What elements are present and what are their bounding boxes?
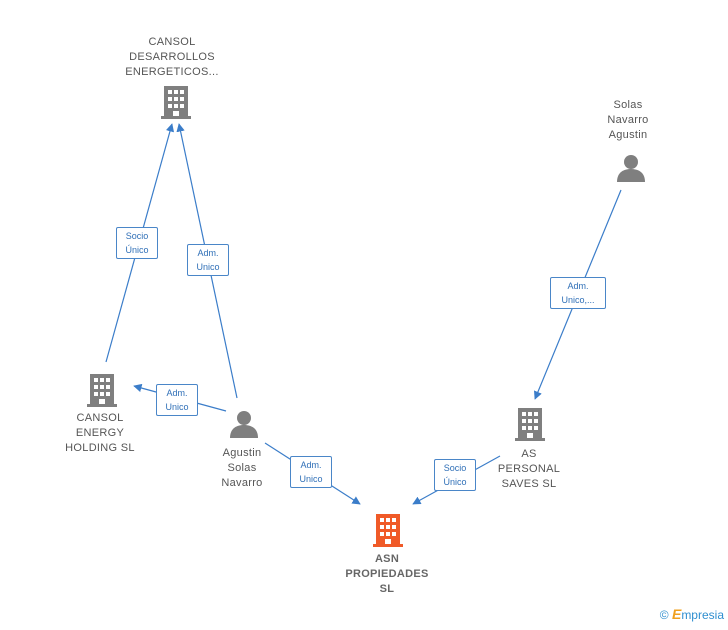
node-label: PERSONAL xyxy=(497,463,561,475)
node-label: CANSOL xyxy=(76,412,124,424)
edge-label-line: Adm. xyxy=(300,460,322,470)
node-cansol-desarrollos[interactable]: CANSOL DESARROLLOS ENERGETICOS... xyxy=(116,35,228,80)
node-agustin-solas-navarro[interactable]: Agustin Solas Navarro xyxy=(202,446,282,491)
building-icon xyxy=(161,86,191,119)
brand-logo-text: mpresia xyxy=(681,608,724,622)
edge-label-line: Único xyxy=(443,477,467,487)
copyright-icon: © xyxy=(659,608,669,622)
node-label: Agustin xyxy=(222,447,262,459)
node-as-personal-saves[interactable]: AS PERSONAL SAVES SL xyxy=(486,447,572,492)
node-label: PROPIEDADES xyxy=(345,568,429,580)
edge-label-adm-unico[interactable]: Adm. Unico xyxy=(187,244,229,276)
node-label: CANSOL xyxy=(148,36,196,48)
edge-label-adm-unico[interactable]: Adm. Unico xyxy=(156,384,198,416)
node-label: ASN xyxy=(374,553,400,565)
edge-label-line: Socio xyxy=(125,231,149,241)
edge-label-line: Único xyxy=(125,245,149,255)
node-label: DESARROLLOS xyxy=(129,51,215,63)
edge-label-line: Unico,... xyxy=(561,295,595,305)
edge-label-adm-unico-multi[interactable]: Adm. Unico,... xyxy=(550,277,606,309)
edge-label-line: Unico xyxy=(299,474,323,484)
node-cansol-energy-holding[interactable]: CANSOL ENERGY HOLDING SL xyxy=(52,411,148,456)
edge-label-line: Unico xyxy=(165,402,189,412)
edge-label-line: Unico xyxy=(196,262,220,272)
edge-label-line: Socio xyxy=(443,463,467,473)
node-label: SL xyxy=(379,583,395,595)
edge-label-socio-unico[interactable]: Socio Único xyxy=(116,227,158,259)
edge-label-line: Adm. xyxy=(197,248,219,258)
node-label: HOLDING SL xyxy=(65,442,135,454)
person-icon xyxy=(230,411,258,438)
edge-label-line: Adm. xyxy=(166,388,188,398)
empresia-watermark: © Empresia xyxy=(660,606,724,622)
person-icon xyxy=(617,155,645,182)
node-label: ENERGY xyxy=(75,427,125,439)
node-label: Agustin xyxy=(608,129,648,141)
edge-label-adm-unico[interactable]: Adm. Unico xyxy=(290,456,332,488)
node-label: Navarro xyxy=(221,477,263,489)
building-icon xyxy=(87,374,117,407)
node-label: ENERGETICOS... xyxy=(125,66,219,78)
building-icon xyxy=(515,408,545,441)
node-label: SAVES SL xyxy=(501,478,557,490)
edge-label-line: Adm. xyxy=(567,281,589,291)
building-icon xyxy=(373,514,403,547)
edge-label-socio-unico[interactable]: Socio Único xyxy=(434,459,476,491)
node-label: AS xyxy=(521,448,537,460)
brand-logo-letter: E xyxy=(671,606,682,622)
node-asn-propiedades[interactable]: ASN PROPIEDADES SL xyxy=(332,552,442,597)
node-label: Solas xyxy=(613,99,643,111)
node-solas-navarro-agustin[interactable]: Solas Navarro Agustin xyxy=(588,98,668,143)
node-label: Navarro xyxy=(607,114,649,126)
node-label: Solas xyxy=(227,462,257,474)
